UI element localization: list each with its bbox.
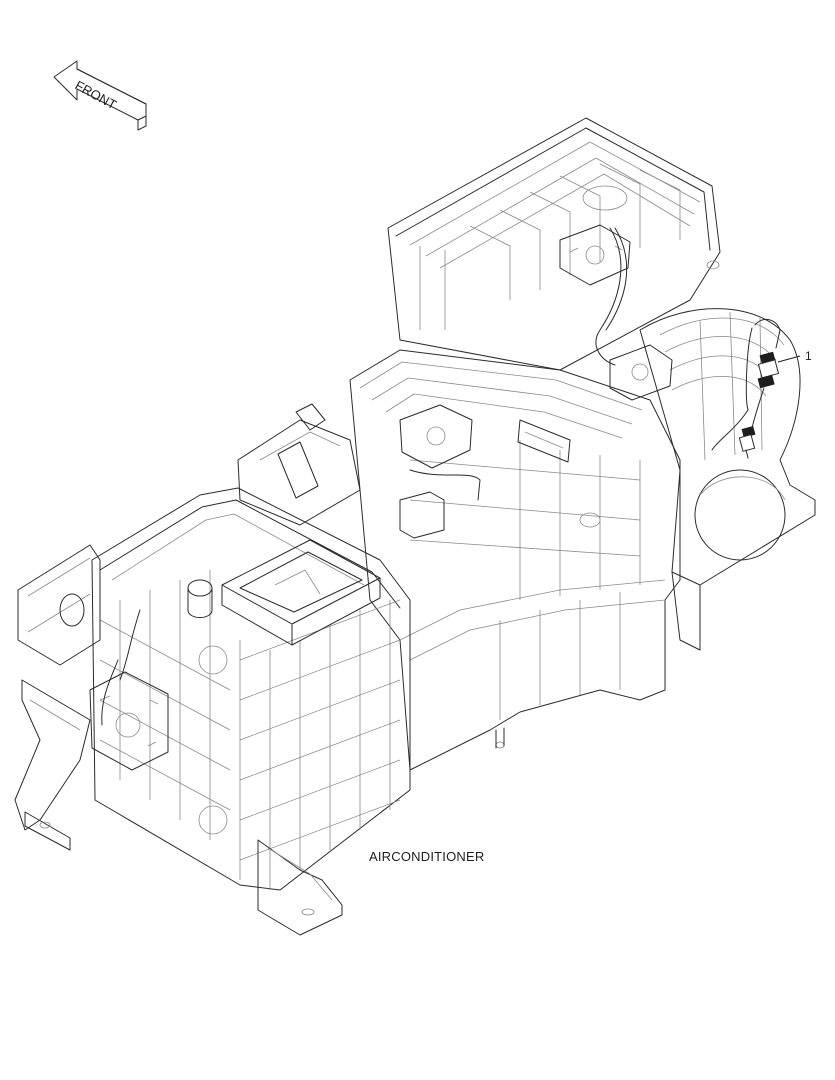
front-direction-arrow: FRONT [53,60,147,131]
floor-duct-brackets [14,544,343,936]
left-evaporator-housing [91,403,411,891]
wiring-harness-item-1 [711,318,801,459]
main-center-housing [349,344,681,771]
mode-actuator [89,609,169,771]
callout-number-1: 1 [805,349,812,363]
diagram-caption: AIRCONDITIONER [369,849,485,864]
front-label: FRONT [73,78,119,113]
rear-upper-housing [387,117,721,371]
blower-scroll [639,308,816,651]
